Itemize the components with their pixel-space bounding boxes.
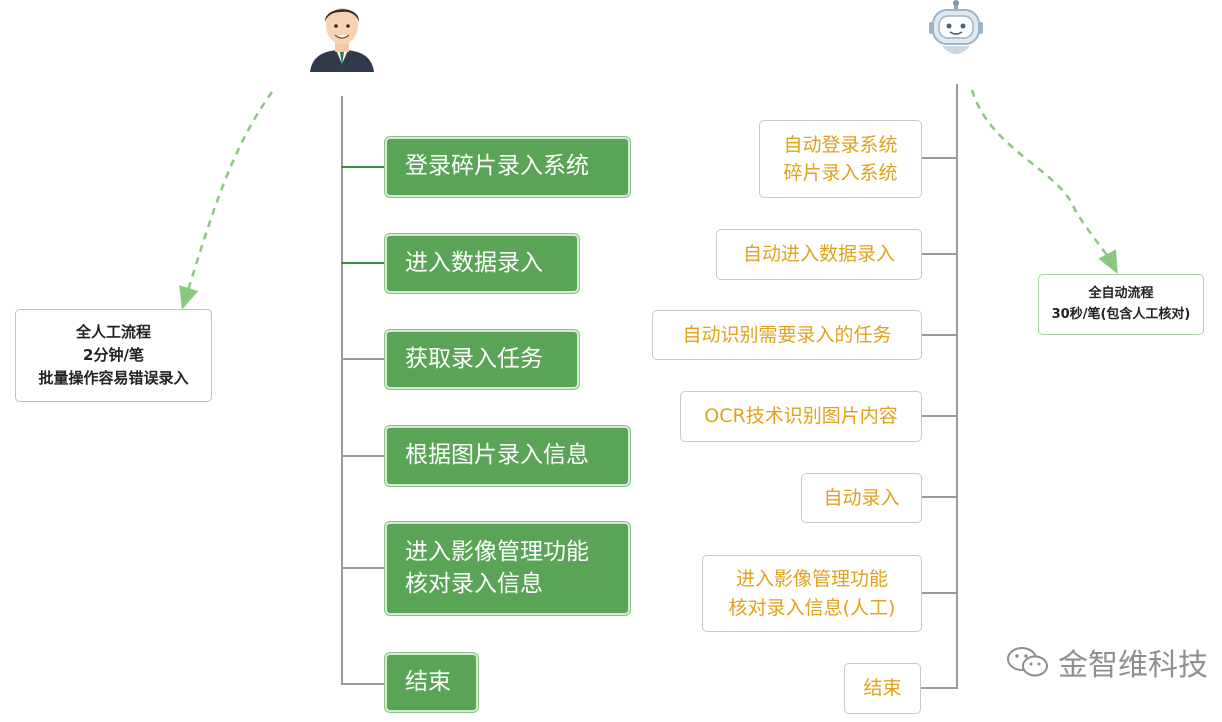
manual-step-get-task: 获取录入任务	[385, 330, 579, 389]
robot-branch-1	[921, 157, 957, 159]
robot-step-ocr: OCR技术识别图片内容	[680, 391, 922, 442]
manual-summary-box: 全人工流程 2分钟/笔 批量操作容易错误录入	[15, 309, 212, 402]
robot-summary-time: 30秒/笔(包含人工核对)	[1051, 306, 1191, 322]
robot-branch-3	[921, 334, 957, 336]
manual-branch-2	[341, 262, 386, 264]
robot-step-verify: 进入影像管理功能核对录入信息(人工)	[702, 555, 922, 632]
manual-step-input-info: 根据图片录入信息	[385, 426, 630, 486]
manual-branch-3	[341, 358, 386, 360]
robot-branch-5	[921, 496, 957, 498]
manual-summary-time: 2分钟/笔	[83, 345, 144, 364]
robot-step-auto-input: 自动录入	[801, 473, 922, 523]
manual-branch-4	[341, 455, 386, 457]
wechat-icon	[1007, 647, 1048, 677]
robot-step-login: 自动登录系统碎片录入系统	[759, 120, 922, 198]
manual-branch-5	[341, 567, 386, 569]
robot-summary-arrow	[970, 89, 1118, 274]
robot-step-end: 结束	[844, 663, 921, 714]
manual-summary-title: 全人工流程	[75, 322, 151, 341]
robot-avatar-icon	[929, 0, 983, 54]
robot-summary-title: 全自动流程	[1088, 286, 1154, 302]
robot-step-identify-task: 自动识别需要录入的任务	[652, 310, 922, 360]
robot-step-enter-data: 自动进入数据录入	[716, 229, 922, 280]
manual-step-end: 结束	[385, 653, 478, 712]
robot-branch-4	[921, 415, 957, 417]
robot-branch-2	[921, 253, 957, 255]
manual-step-verify: 进入影像管理功能核对录入信息	[385, 522, 630, 615]
robot-branch-7	[921, 687, 957, 689]
robot-trunk-line	[956, 84, 958, 689]
manual-summary-note: 批量操作容易错误录入	[38, 369, 189, 388]
manual-branch-6	[341, 683, 386, 685]
manual-summary-arrow	[179, 91, 274, 310]
manual-trunk-line	[341, 96, 343, 685]
businessman-avatar-icon	[310, 8, 374, 72]
watermark: 金智维科技	[1006, 640, 1208, 684]
robot-summary-box: 全自动流程 30秒/笔(包含人工核对)	[1038, 274, 1204, 335]
robot-branch-6	[921, 592, 957, 594]
manual-step-login: 登录碎片录入系统	[385, 137, 630, 197]
manual-branch-1	[341, 166, 386, 168]
manual-step-enter-data: 进入数据录入	[385, 234, 579, 293]
watermark-text: 金智维科技	[1058, 648, 1208, 683]
